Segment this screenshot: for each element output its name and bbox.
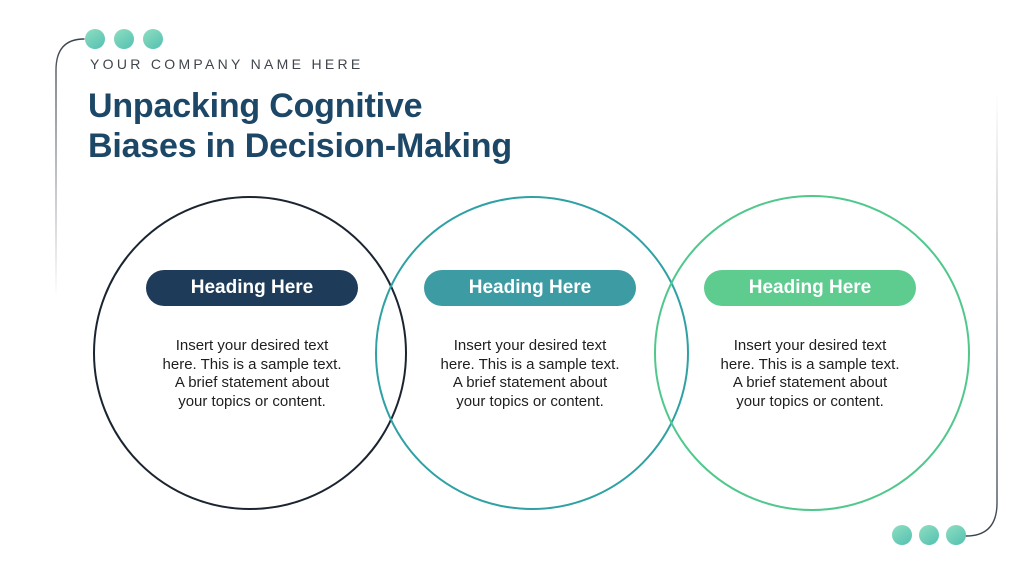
dot-icon (85, 29, 105, 49)
info-card-3: Heading Here Insert your desired text he… (698, 270, 922, 411)
dot-icon (114, 29, 134, 49)
dot-icon (892, 525, 912, 545)
page-title-line-2: Biases in Decision-Making (88, 127, 512, 165)
heading-badge: Heading Here (424, 270, 636, 306)
info-card-1: Heading Here Insert your desired text he… (140, 270, 364, 411)
card-body-text: Insert your desired text here. This is a… (162, 337, 342, 410)
heading-badge: Heading Here (704, 270, 916, 306)
info-card-2: Heading Here Insert your desired text he… (418, 270, 642, 411)
brand-dots-bottom-right (892, 525, 966, 545)
corner-line-top-left (55, 38, 85, 299)
card-body-text: Insert your desired text here. This is a… (720, 337, 900, 410)
dot-icon (919, 525, 939, 545)
corner-line-bottom-right (965, 91, 998, 537)
page-title-line-1: Unpacking Cognitive (88, 87, 423, 125)
company-name: YOUR COMPANY NAME HERE (90, 56, 364, 72)
page-title: Unpacking Cognitive Biases in Decision-M… (88, 86, 512, 166)
heading-badge: Heading Here (146, 270, 358, 306)
dot-icon (143, 29, 163, 49)
card-body-text: Insert your desired text here. This is a… (440, 337, 620, 410)
brand-dots-top-left (85, 29, 163, 49)
dot-icon (946, 525, 966, 545)
